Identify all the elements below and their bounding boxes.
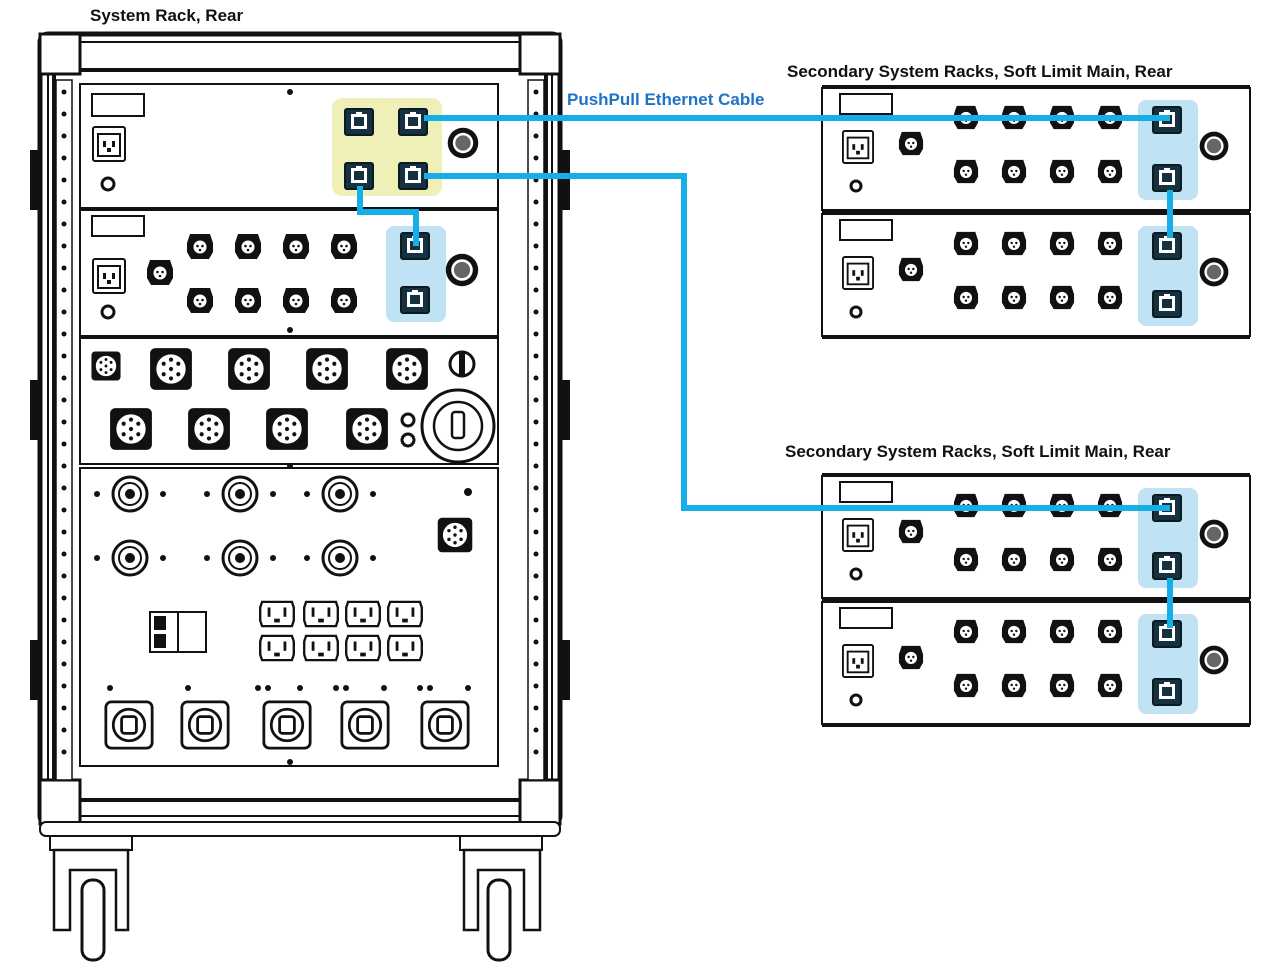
iec-power-inlet-icon <box>843 131 873 163</box>
xlr-connector-icon <box>954 232 978 255</box>
xlr-connector-icon <box>1098 232 1122 255</box>
twistlock-socket-icon <box>422 702 468 748</box>
secondary-rack-group-bottom <box>822 474 1250 726</box>
xlr-connector-icon <box>1050 674 1074 697</box>
xlr-connector-icon <box>1002 232 1026 255</box>
xlr-connector-icon <box>1050 160 1074 183</box>
xlr-connector-icon <box>1098 160 1122 183</box>
duplex-outlet-icon <box>304 602 338 626</box>
xlr-connector-icon <box>954 286 978 309</box>
xlr-connector-icon <box>1050 620 1074 643</box>
xlr-connector-icon <box>1098 674 1122 697</box>
duplex-outlet-icon <box>304 636 338 660</box>
duplex-outlet-icon <box>388 636 422 660</box>
twistlock-socket-icon <box>106 702 152 748</box>
xlr-connector-icon <box>331 234 357 259</box>
secondary-rack-unit <box>822 88 1250 212</box>
iec-power-inlet-icon <box>843 645 873 677</box>
xlr-connector-icon <box>1002 620 1026 643</box>
secondary-rack-unit <box>822 214 1250 338</box>
xlr-connector-icon <box>954 548 978 571</box>
xlr-connector-icon <box>331 288 357 313</box>
xlr-connector-icon <box>899 132 923 155</box>
duplex-outlet-icon <box>346 602 380 626</box>
xlr-connector-icon <box>899 646 923 669</box>
xlr-connector-icon <box>1050 232 1074 255</box>
xlr-connector-icon <box>1002 160 1026 183</box>
xlr-connector-icon <box>1002 548 1026 571</box>
rj45-port-icon <box>1153 291 1181 317</box>
xlr-connector-icon <box>899 258 923 281</box>
knob-connector-icon <box>1200 132 1229 161</box>
duplex-outlet-icon <box>388 602 422 626</box>
duplex-outlet-icon <box>260 636 294 660</box>
caster-wheel-right <box>460 836 542 960</box>
iec-power-inlet-icon <box>843 257 873 289</box>
secondary-rack-unit <box>822 476 1250 600</box>
twistlock-socket-icon <box>182 702 228 748</box>
caster-wheel-left <box>50 836 132 960</box>
xlr-connector-icon <box>1098 548 1122 571</box>
xlr-connector-icon <box>283 288 309 313</box>
xlr-connector-icon <box>283 234 309 259</box>
xlr-connector-icon <box>1002 674 1026 697</box>
iec-power-inlet-icon <box>843 519 873 551</box>
xlr-connector-icon <box>187 234 213 259</box>
xlr-connector-icon <box>954 620 978 643</box>
xlr-connector-icon <box>1098 286 1122 309</box>
xlr-connector-icon <box>899 520 923 543</box>
knob-connector-icon <box>1200 258 1229 287</box>
secondary-rack-unit <box>822 602 1250 726</box>
rj45-port-icon <box>1153 679 1181 705</box>
rj45-port-icon <box>1153 165 1181 191</box>
twistlock-socket-icon <box>342 702 388 748</box>
xlr-connector-icon <box>1098 620 1122 643</box>
xlr-connector-icon <box>235 288 261 313</box>
xlr-connector-icon <box>954 160 978 183</box>
xlr-connector-icon <box>954 674 978 697</box>
main-system-rack <box>30 34 570 960</box>
xlr-connector-icon <box>187 288 213 313</box>
knob-connector-icon <box>1200 646 1229 675</box>
rj45-port-icon <box>1153 553 1181 579</box>
twistlock-socket-icon <box>264 702 310 748</box>
xlr-connector-icon <box>235 234 261 259</box>
xlr-connector-icon <box>1002 286 1026 309</box>
duplex-outlet-icon <box>260 602 294 626</box>
knob-connector-icon <box>1200 520 1229 549</box>
xlr-connector-icon <box>1050 286 1074 309</box>
secondary-rack-group-top <box>822 86 1250 338</box>
duplex-outlet-icon <box>346 636 380 660</box>
xlr-connector-icon <box>1050 548 1074 571</box>
